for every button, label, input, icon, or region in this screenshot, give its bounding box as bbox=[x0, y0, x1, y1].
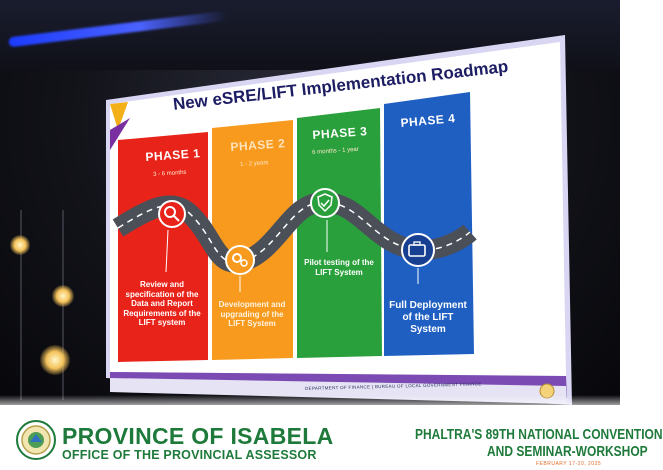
branding-banner bbox=[0, 395, 620, 470]
phase-1-description: Review and specification of the Data and… bbox=[123, 280, 201, 328]
office-name: OFFICE OF THE PROVINCIAL ASSESSOR bbox=[62, 448, 317, 462]
event-title-line1: PHALTRA'S 89TH NATIONAL CONVENTION bbox=[415, 425, 663, 443]
phase-4-panel bbox=[384, 92, 474, 356]
briefcase-icon bbox=[401, 233, 435, 267]
phase-4-description: Full Deployment of the LIFT System bbox=[389, 300, 467, 335]
phase-1-panel bbox=[118, 132, 208, 362]
event-date: FEBRUARY 17-20, 2025 bbox=[536, 461, 602, 467]
stage-light-icon bbox=[10, 235, 30, 255]
stage-light-icon bbox=[52, 285, 74, 307]
corner-accent bbox=[110, 102, 128, 130]
event-title-line2: AND SEMINAR-WORKSHOP bbox=[487, 442, 648, 460]
provincial-seal-icon bbox=[16, 420, 56, 460]
phase-3-description: Pilot testing of the LIFT System bbox=[304, 258, 374, 277]
phase-3-panel bbox=[297, 108, 382, 358]
shield-check-icon bbox=[310, 188, 340, 218]
province-name: PROVINCE OF ISABELA bbox=[62, 423, 334, 449]
phase-2-description: Development and upgrading of the LIFT Sy… bbox=[218, 300, 286, 329]
phase-2-panel bbox=[212, 120, 293, 360]
corner-accent bbox=[110, 118, 130, 150]
projection-screen bbox=[106, 35, 572, 405]
magnifier-icon bbox=[158, 200, 186, 228]
stage-light-icon bbox=[40, 345, 70, 375]
gears-icon bbox=[225, 245, 255, 275]
